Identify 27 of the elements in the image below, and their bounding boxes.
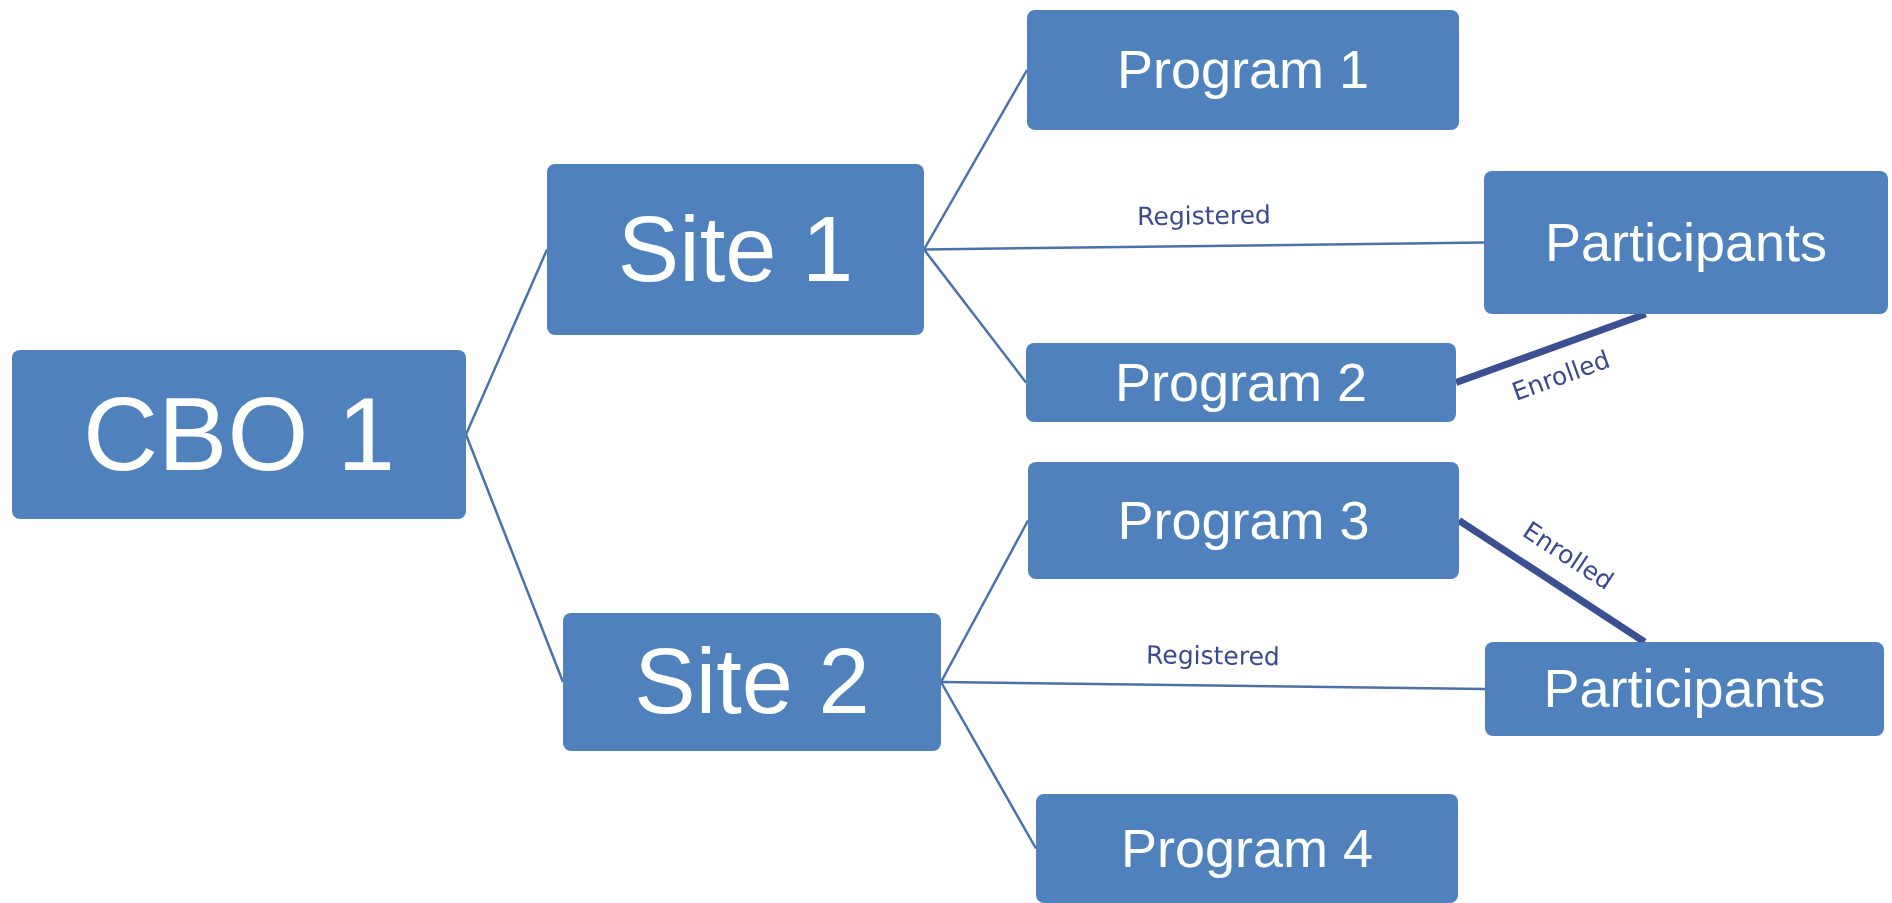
node-label: Participants: [1544, 212, 1828, 273]
process-box: [1036, 794, 1458, 903]
connector-line: [922, 69, 1029, 251]
process-box: [547, 164, 924, 335]
connector-line: [923, 248, 1027, 384]
node-label: Program 4: [1120, 818, 1374, 879]
process-box: [563, 613, 941, 751]
connector-line: [1457, 517, 1647, 645]
connector-line: [939, 519, 1030, 683]
process-box: [1028, 462, 1459, 579]
connector-line: [941, 680, 1485, 691]
connector-line: [464, 249, 549, 435]
process-box: [1485, 642, 1884, 736]
node-label: Participants: [1543, 659, 1826, 719]
node-label: Program 1: [1116, 40, 1370, 100]
node-label: Program 3: [1117, 490, 1370, 551]
connector-line: [464, 434, 565, 683]
process-box: [12, 350, 466, 519]
process-box: [1026, 343, 1456, 422]
connector-line: [924, 241, 1484, 251]
node-label: Site 1: [617, 198, 854, 301]
node-label: Program 2: [1114, 352, 1368, 413]
connector-line: [939, 681, 1038, 850]
node-label: Site 2: [634, 631, 870, 733]
node-label: CBO 1: [82, 377, 396, 492]
process-box: [1484, 171, 1888, 314]
process-box: [1027, 10, 1459, 130]
